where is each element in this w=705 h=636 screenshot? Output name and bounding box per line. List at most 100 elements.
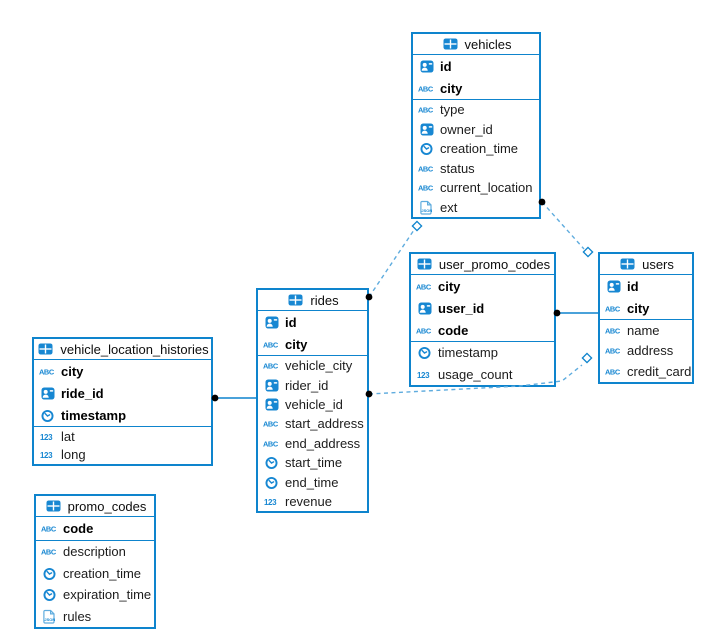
column-row-long[interactable]: 123 long (34, 446, 211, 465)
column-row-timestamp[interactable]: timestamp (411, 342, 554, 364)
column-label: status (440, 160, 475, 176)
column-label: city (440, 80, 463, 96)
column-row-id[interactable]: id (413, 55, 539, 77)
relationship-rides-to-users[interactable] (368, 364, 583, 395)
column-label: code (438, 322, 469, 338)
svg-text:JSON: JSON (421, 208, 432, 213)
abc-icon: ABC (40, 524, 59, 533)
svg-text:ABC: ABC (416, 282, 432, 290)
relationship-rides-to-vehicles[interactable] (368, 229, 415, 298)
column-label: creation_time (440, 141, 519, 157)
table-icon (618, 258, 637, 270)
column-label: vehicle_id (285, 396, 343, 412)
column-row-creation_time[interactable]: creation_time (36, 563, 154, 585)
table-header-vehicles[interactable]: vehicles (413, 34, 539, 55)
column-row-vehicle_id[interactable]: vehicle_id (258, 395, 367, 414)
column-label: city (61, 363, 84, 379)
column-row-city[interactable]: ABC city (600, 297, 692, 319)
column-row-id[interactable]: id (258, 311, 367, 333)
column-row-timestamp[interactable]: timestamp (34, 404, 211, 426)
column-row-start_time[interactable]: start_time (258, 453, 367, 472)
table-header-vehicle_location_histories[interactable]: vehicle_location_histories (34, 339, 211, 360)
column-row-user_id[interactable]: user_id (411, 297, 554, 319)
column-label: start_address (285, 416, 364, 432)
abc-icon: ABC (604, 326, 623, 334)
table-header-promo_codes[interactable]: promo_codes (36, 496, 154, 517)
column-label: city (627, 300, 650, 316)
abc-icon: ABC (262, 361, 281, 370)
column-label: id (440, 58, 452, 74)
svg-text:ABC: ABC (605, 347, 621, 355)
clock-icon (38, 407, 57, 423)
column-row-owner_id[interactable]: owner_id (413, 120, 539, 140)
column-row-id[interactable]: id (600, 275, 692, 297)
column-row-ride_id[interactable]: ride_id (34, 382, 211, 404)
svg-text:ABC: ABC (605, 304, 621, 312)
column-row-creation_time[interactable]: creation_time (413, 139, 539, 159)
table-icon (36, 343, 55, 355)
relationship-diamond-endpoint (411, 220, 423, 232)
table-header-user_promo_codes[interactable]: user_promo_codes (411, 254, 554, 275)
abc-icon: ABC (40, 547, 59, 556)
table-header-rides[interactable]: rides (258, 290, 367, 311)
id-badge-icon (262, 316, 281, 329)
column-label: rider_id (285, 377, 329, 393)
column-row-rider_id[interactable]: rider_id (258, 375, 367, 394)
svg-text:ABC: ABC (41, 548, 57, 556)
abc-icon: ABC (417, 105, 436, 114)
abc-icon: ABC (417, 84, 436, 92)
svg-text:ABC: ABC (263, 439, 279, 447)
column-label: timestamp (438, 345, 498, 361)
relationship-diamond-endpoint (581, 352, 593, 364)
clock-icon (40, 565, 59, 581)
id-badge-icon (262, 398, 281, 411)
number-icon: 123 (415, 370, 434, 379)
column-row-end_time[interactable]: end_time (258, 472, 367, 491)
clock-icon (262, 455, 281, 470)
svg-text:123: 123 (417, 371, 430, 379)
column-label: long (61, 447, 86, 463)
table-icon (44, 500, 63, 512)
clock-icon (415, 345, 434, 360)
column-row-expiration_time[interactable]: expiration_time (36, 584, 154, 606)
column-label: owner_id (440, 121, 493, 137)
svg-text:ABC: ABC (418, 184, 434, 192)
number-icon: 123 (38, 450, 57, 459)
svg-text:123: 123 (40, 451, 53, 459)
table-header-users[interactable]: users (600, 254, 692, 275)
relationship-vehicles-to-users[interactable] (541, 201, 585, 250)
column-row-city[interactable]: ABC city (413, 77, 539, 99)
id-badge-icon (604, 280, 623, 293)
